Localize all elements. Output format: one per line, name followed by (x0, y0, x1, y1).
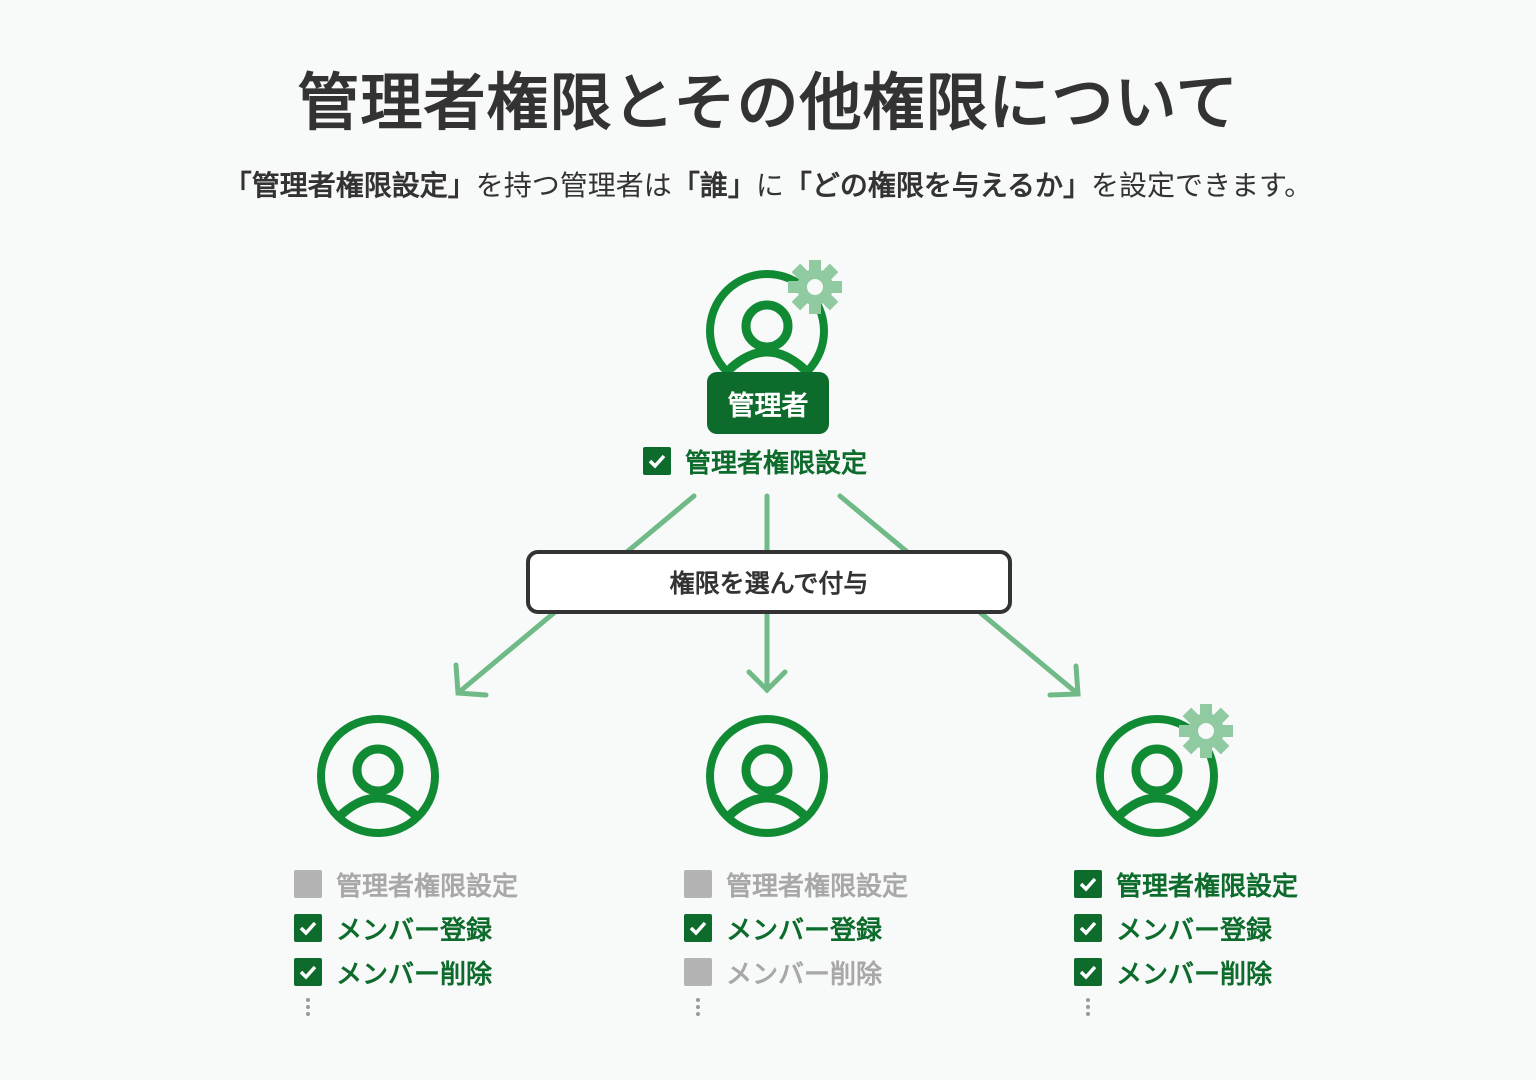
checkbox-unchecked-icon (684, 958, 712, 986)
permission-label: 管理者権限設定 (336, 871, 519, 902)
subtitle: 「管理者権限設定」を持つ管理者は「誰」に「どの権限を与えるか」を設定できます。 (0, 164, 1536, 204)
checkbox-unchecked-icon (684, 870, 712, 898)
select-permission-box: 権限を選んで付与 (526, 550, 1012, 614)
admin-permission: 管理者権限設定 (643, 444, 868, 479)
permission-label: 管理者権限設定 (1116, 871, 1299, 902)
admin-checkbox-checked-icon (643, 447, 671, 475)
user2-avatar-icon (706, 715, 828, 837)
page-title: 管理者権限とその他権限について (297, 66, 1239, 139)
permission-label: メンバー削除 (1116, 959, 1273, 990)
user1-avatar-icon (317, 715, 439, 837)
subtitle-part2: を持つ管理者は (475, 169, 672, 202)
checkbox-checked-icon (294, 958, 322, 986)
checkbox-unchecked-icon (294, 870, 322, 898)
permission-row: メンバー登録 (1074, 906, 1298, 950)
more-ellipsis-icon (684, 998, 712, 1016)
permission-row: メンバー登録 (294, 906, 518, 950)
more-ellipsis-icon (294, 998, 322, 1016)
admin-label-badge: 管理者 (707, 372, 829, 434)
permission-label: メンバー登録 (726, 915, 883, 946)
admin-permission-label: 管理者権限設定 (685, 448, 868, 479)
user2-permission-list: 管理者権限設定 メンバー登録 メンバー削除 (684, 862, 908, 1019)
permission-row: メンバー削除 (1074, 950, 1298, 994)
checkbox-checked-icon (684, 914, 712, 942)
permission-label: メンバー削除 (336, 959, 493, 990)
permission-row: 管理者権限設定 (684, 862, 908, 906)
subtitle-part5: 「どの権限を与えるか」 (783, 169, 1092, 202)
admin-gear-icon (788, 260, 842, 314)
more-ellipsis-icon (1074, 998, 1102, 1016)
user3-avatar-icon (1096, 715, 1218, 837)
checkbox-checked-icon (1074, 914, 1102, 942)
permission-label: メンバー削除 (726, 959, 883, 990)
subtitle-part4: に (755, 169, 784, 202)
permission-row: 管理者権限設定 (1074, 862, 1298, 906)
subtitle-part1: 「管理者権限設定」 (223, 169, 476, 202)
permission-label: 管理者権限設定 (726, 871, 909, 902)
checkbox-checked-icon (1074, 958, 1102, 986)
checkbox-checked-icon (294, 914, 322, 942)
checkbox-checked-icon (1074, 870, 1102, 898)
subtitle-part3: 「誰」 (671, 169, 756, 202)
permission-label: メンバー登録 (1116, 915, 1273, 946)
user1-permission-list: 管理者権限設定 メンバー登録 メンバー削除 (294, 862, 518, 1019)
permission-row: 管理者権限設定 (294, 862, 518, 906)
arrow-center-head (746, 669, 788, 694)
subtitle-part6: を設定できます。 (1091, 169, 1313, 202)
arrow-left-head (453, 662, 489, 698)
arrow-right-head (1047, 663, 1081, 698)
user3-gear-icon (1179, 704, 1233, 758)
permission-label: メンバー登録 (336, 915, 493, 946)
permission-row: メンバー登録 (684, 906, 908, 950)
user3-permission-list: 管理者権限設定 メンバー登録 メンバー削除 (1074, 862, 1298, 1019)
permission-row: メンバー削除 (684, 950, 908, 994)
permission-row: メンバー削除 (294, 950, 518, 994)
